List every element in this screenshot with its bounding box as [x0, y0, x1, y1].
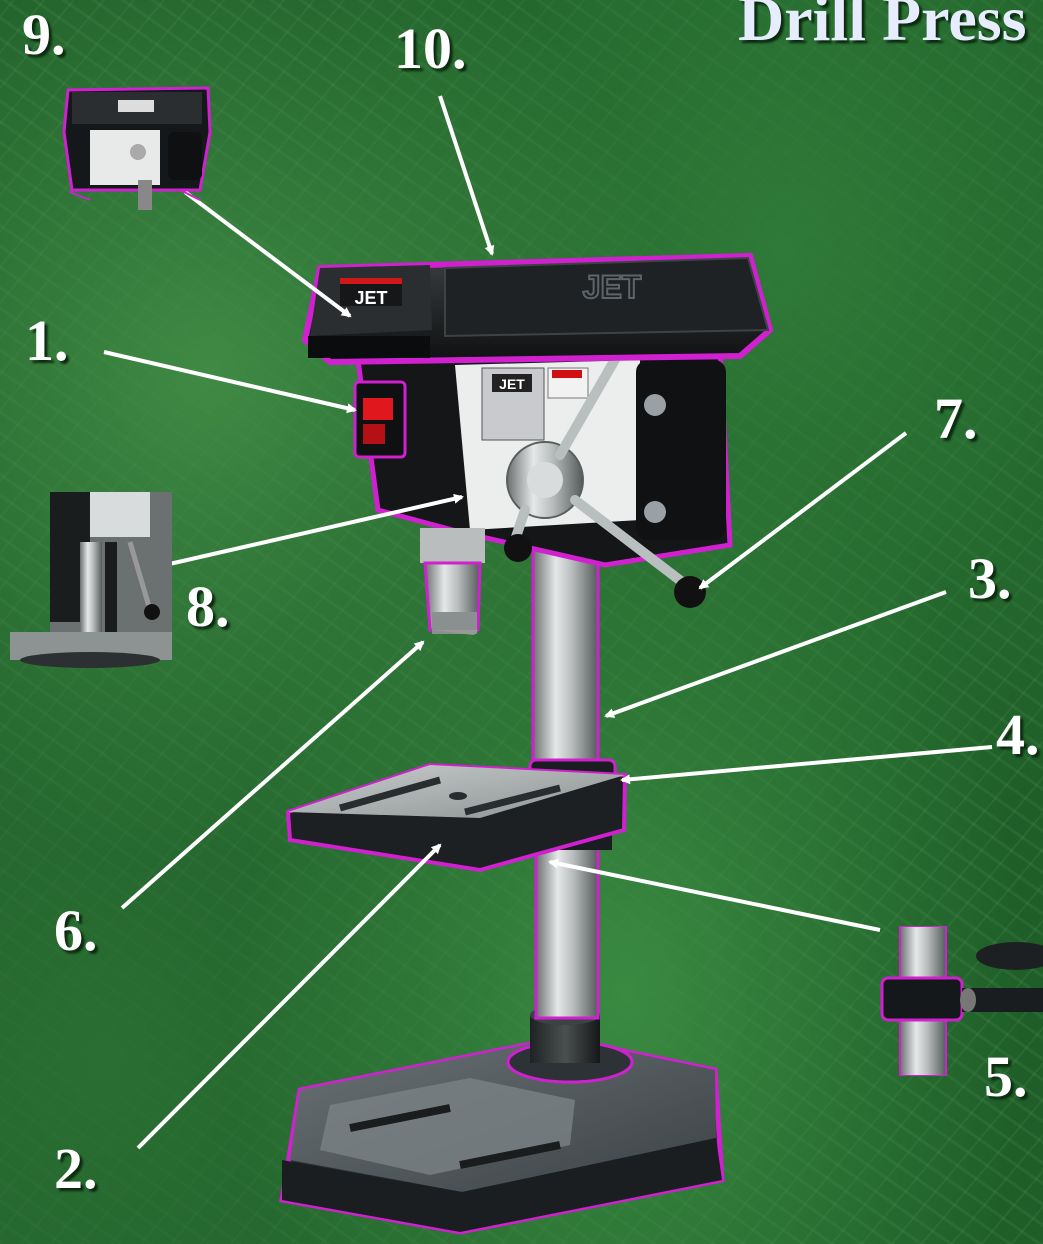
feed-handle: [504, 311, 706, 608]
arrow-2: [136, 843, 442, 1150]
label-1: 1.: [25, 308, 69, 373]
power-switch: [353, 380, 407, 459]
label-10: 10.: [394, 16, 467, 81]
work-table: [285, 762, 628, 873]
label-8: 8.: [186, 574, 230, 639]
arrow-5: [548, 858, 881, 932]
arrow-6: [120, 640, 425, 910]
head-cover-brand-right: JET: [583, 269, 642, 305]
arrow-8: [151, 493, 464, 570]
label-9: 9.: [22, 2, 66, 67]
label-4: 4.: [996, 702, 1040, 767]
inset-depth-stop-view: [10, 492, 172, 668]
chuck: [432, 630, 478, 635]
head-cover-brand-left: JET: [354, 288, 387, 308]
arrow-1: [103, 350, 357, 414]
head-plate-brand: JET: [499, 376, 525, 392]
inset-head-front-view: [62, 86, 212, 210]
arrow-3: [604, 590, 947, 718]
page-title: Drill Press: [738, 0, 1027, 54]
inset-column-clamp-view: [880, 926, 1043, 1076]
base: [279, 1035, 725, 1235]
belt-guard: JET JET: [301, 252, 774, 366]
label-5: 5.: [984, 1044, 1028, 1109]
arrow-7: [698, 431, 908, 590]
arrow-10: [438, 95, 495, 256]
pointer-arrows: [103, 95, 993, 1150]
label-3: 3.: [968, 546, 1012, 611]
arrow-9: [183, 190, 352, 318]
label-7: 7.: [934, 386, 978, 451]
arrow-4: [620, 745, 993, 785]
label-6: 6.: [54, 898, 98, 963]
label-2: 2.: [54, 1136, 98, 1201]
